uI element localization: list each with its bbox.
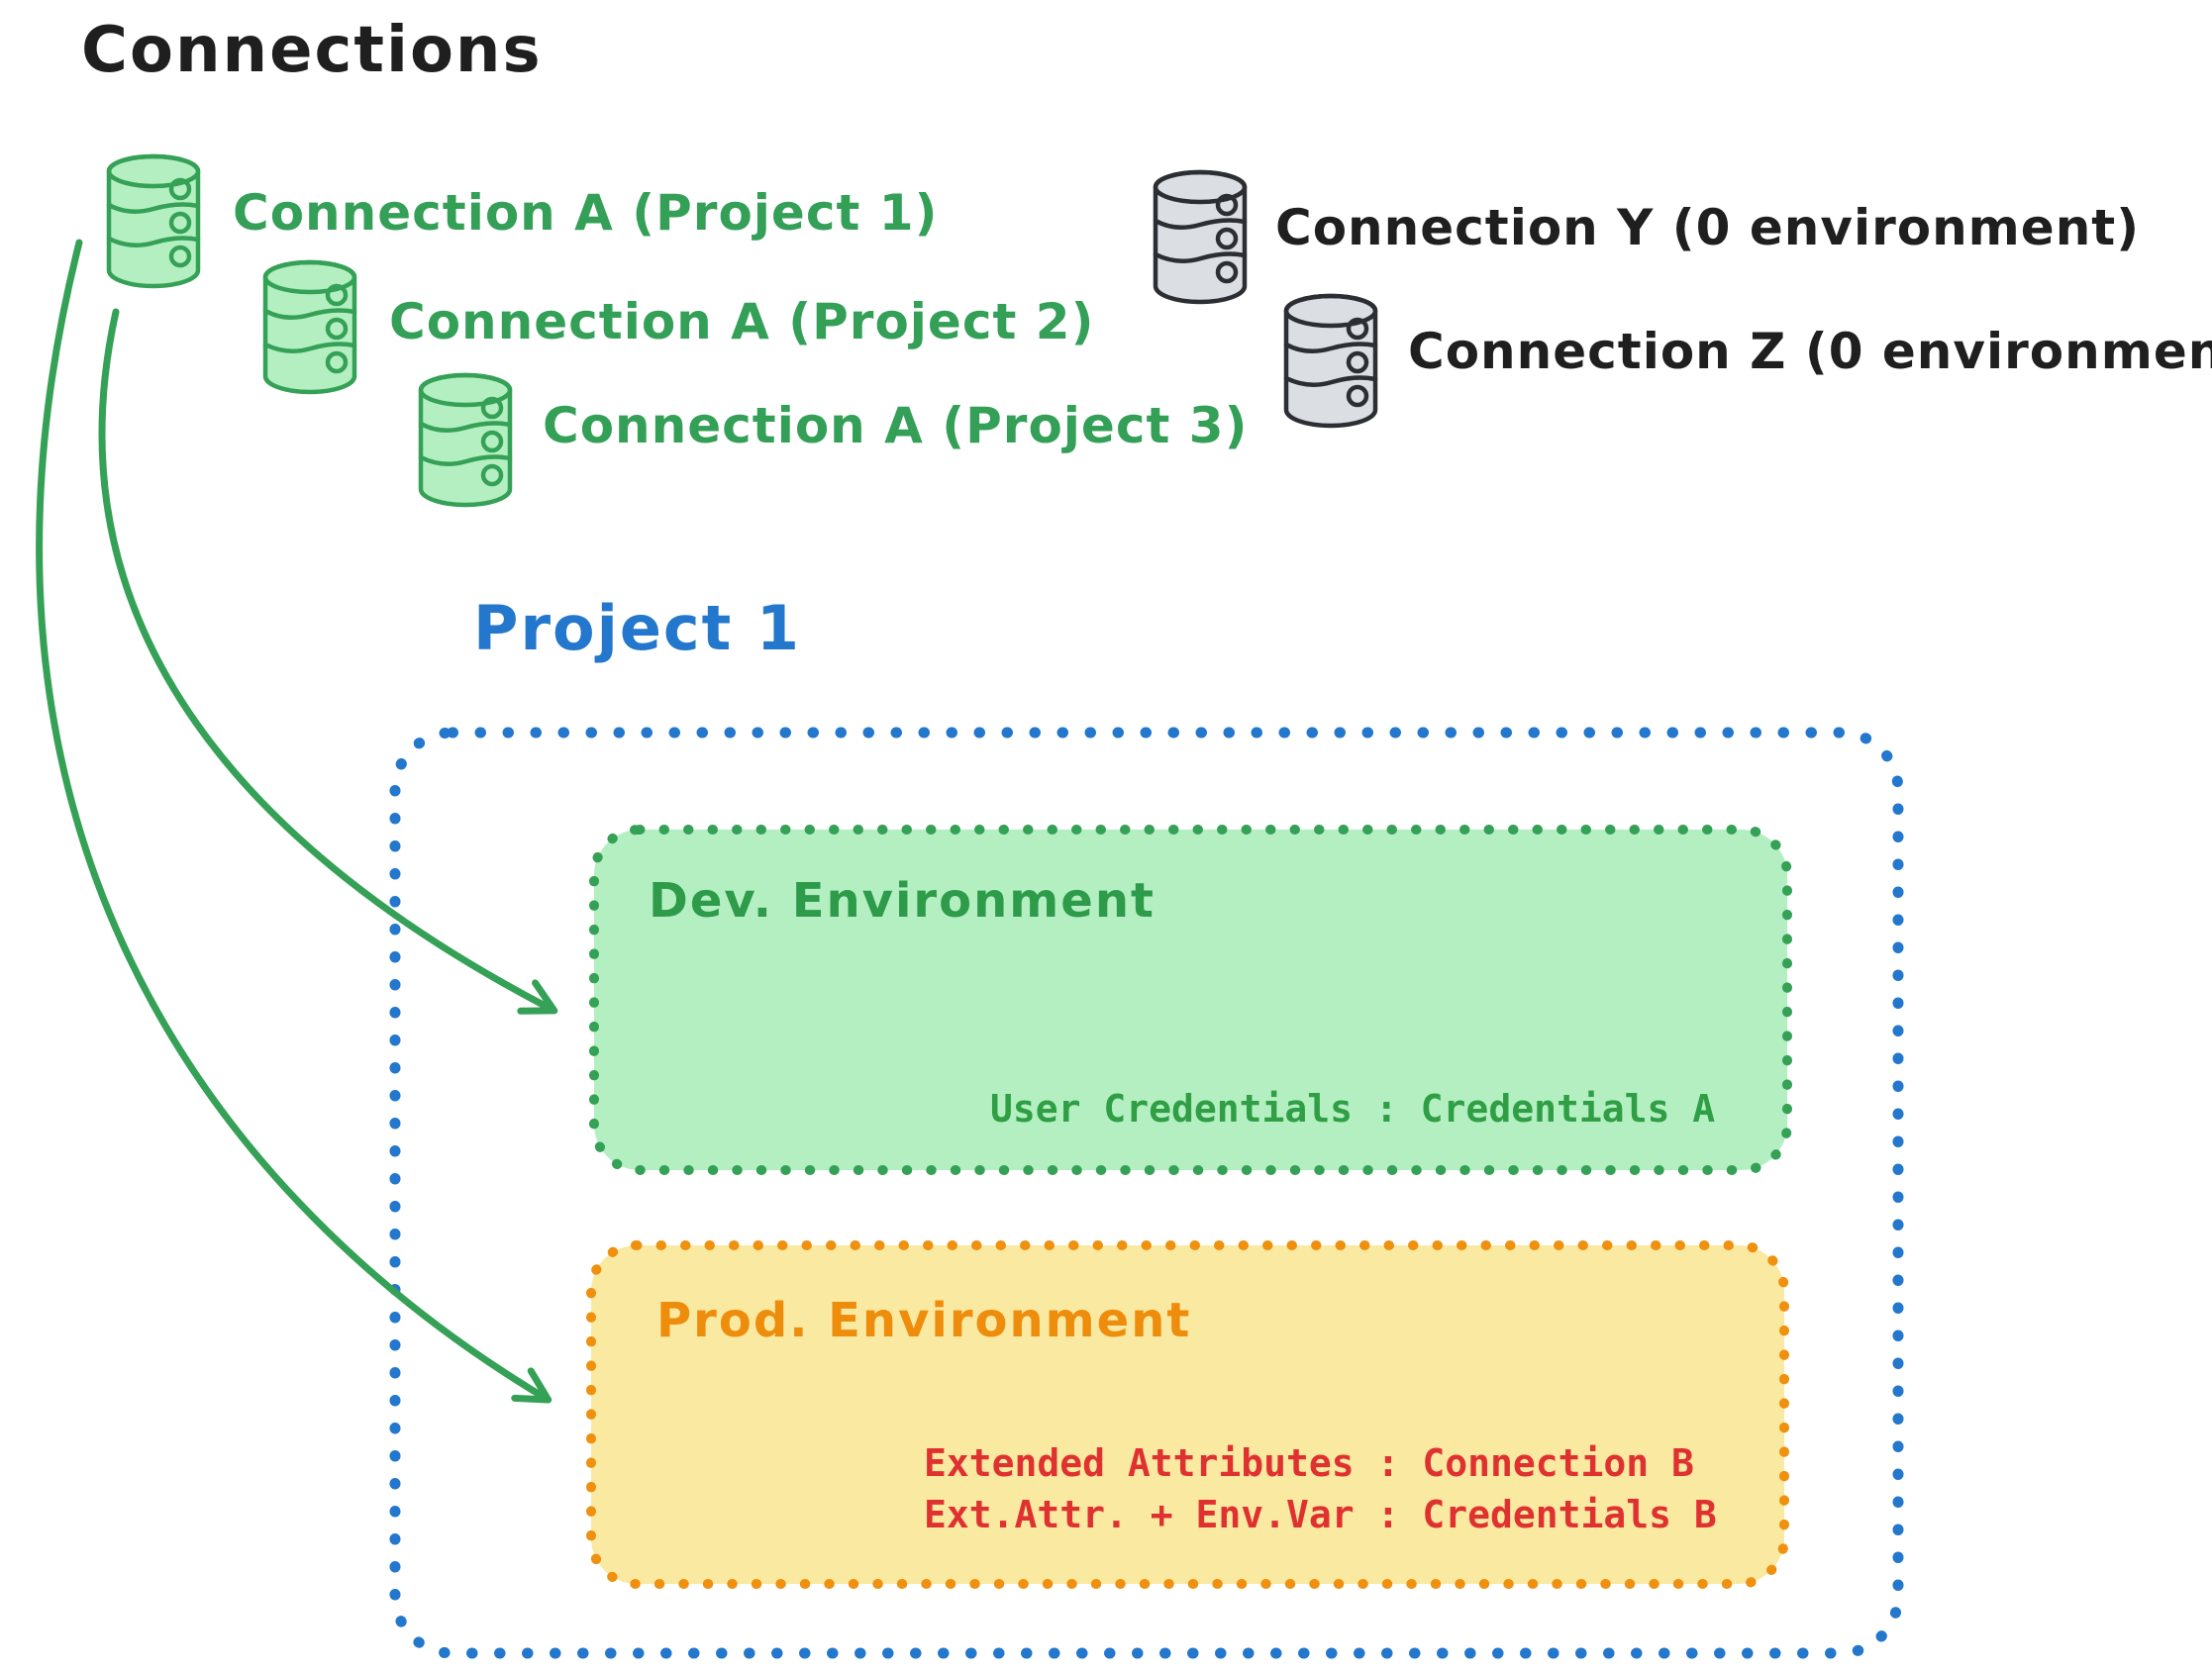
connection-label: Connection A (Project 1) (233, 184, 939, 242)
database-icon (1271, 288, 1390, 433)
connection-a-project-3-item (406, 367, 525, 512)
database-icon (94, 148, 213, 293)
connection-label: Connection A (Project 3) (543, 397, 1249, 454)
dev-credentials-text: User Credentials : Credentials A (990, 1087, 1716, 1131)
connection-y-item (1141, 164, 1259, 309)
connection-a-project-2-item (251, 254, 369, 399)
connection-label: Connection Y (0 environment) (1275, 199, 2141, 256)
prod-line-extended-attributes: Extended Attributes : Connection B (924, 1441, 1694, 1485)
project-1-container-box (389, 727, 1904, 1659)
diagram-title: Connections (81, 14, 543, 87)
connection-label: Connection Z (0 environment) (1408, 323, 2212, 380)
database-icon (251, 254, 369, 399)
database-icon (406, 367, 525, 512)
prod-environment-box (586, 1240, 1789, 1589)
database-icon (1141, 164, 1259, 309)
prod-line-ext-attr-env-var: Ext.Attr. + Env.Var : Credentials B (924, 1493, 1717, 1536)
connection-z-item (1271, 288, 1390, 433)
connection-label: Connection A (Project 2) (389, 293, 1095, 350)
project-title: Project 1 (473, 592, 802, 664)
prod-environment-title: Prod. Environment (656, 1293, 1192, 1348)
prod-credentials-block: Extended Attributes : Connection B Ext.A… (924, 1437, 1717, 1540)
arrow-connection-a-to-dev-environment (98, 308, 558, 1015)
connection-a-project-1-item (94, 148, 213, 293)
arrow-connection-a-to-prod-environment (36, 239, 553, 1404)
dev-environment-title: Dev. Environment (649, 873, 1156, 929)
dev-environment-box (589, 825, 1792, 1175)
